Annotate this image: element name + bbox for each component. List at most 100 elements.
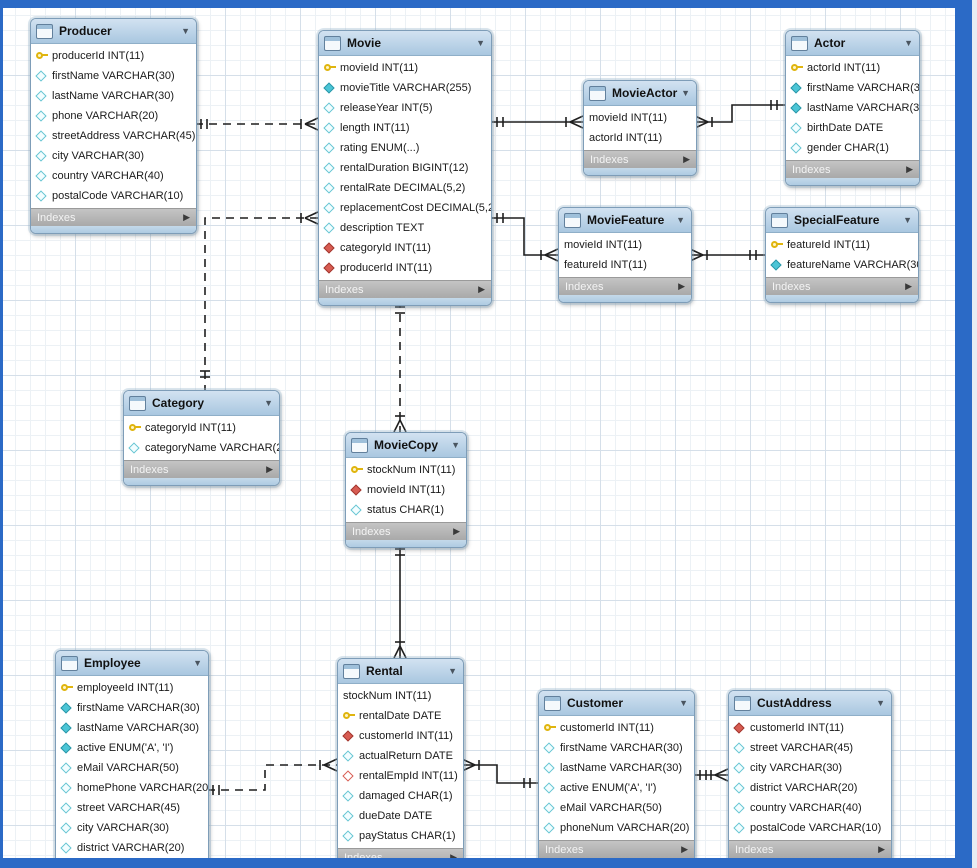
column-row[interactable]: lastName VARCHAR(30) (539, 758, 694, 778)
column-row[interactable]: firstName VARCHAR(30) (31, 66, 196, 86)
column-row[interactable]: movieId INT(11) (346, 480, 466, 500)
expand-indexes-icon[interactable]: ▶ (478, 284, 485, 294)
column-row[interactable]: district VARCHAR(20) (56, 838, 208, 858)
column-row[interactable]: customerId INT(11) (539, 718, 694, 738)
table-header[interactable]: Category▼ (124, 391, 279, 416)
column-row[interactable]: employeeId INT(11) (56, 678, 208, 698)
table-header[interactable]: MovieFeature▼ (559, 208, 691, 233)
column-row[interactable]: country VARCHAR(40) (31, 166, 196, 186)
column-row[interactable]: lastName VARCHAR(30) (31, 86, 196, 106)
column-row[interactable]: producerId INT(11) (31, 46, 196, 66)
column-row[interactable]: stockNum INT(11) (338, 686, 463, 706)
indexes-footer[interactable]: Indexes▶ (786, 160, 919, 178)
indexes-footer[interactable]: Indexes▶ (124, 460, 279, 478)
relationship-moviecopy-rental[interactable] (393, 542, 407, 659)
column-row[interactable]: firstName VARCHAR(30) (786, 78, 919, 98)
expand-indexes-icon[interactable]: ▶ (453, 526, 460, 536)
relationship-moviefeature-specialfeature[interactable] (689, 248, 765, 262)
indexes-footer[interactable]: Indexes▶ (729, 840, 891, 858)
column-row[interactable]: actorId INT(11) (786, 58, 919, 78)
column-row[interactable]: movieId INT(11) (319, 58, 491, 78)
table-movieactor[interactable]: MovieActor▼movieId INT(11)actorId INT(11… (583, 80, 697, 176)
column-row[interactable]: rentalRate DECIMAL(5,2) (319, 178, 491, 198)
relationship-movie-category[interactable] (200, 211, 319, 390)
table-category[interactable]: Category▼categoryId INT(11)categoryName … (123, 390, 280, 486)
column-row[interactable]: street VARCHAR(45) (56, 798, 208, 818)
column-row[interactable]: city VARCHAR(30) (31, 146, 196, 166)
collapse-caret-icon[interactable]: ▼ (676, 215, 685, 225)
column-row[interactable]: rating ENUM(...) (319, 138, 491, 158)
collapse-caret-icon[interactable]: ▼ (264, 398, 273, 408)
expand-indexes-icon[interactable]: ▶ (681, 844, 688, 854)
expand-indexes-icon[interactable]: ▶ (266, 464, 273, 474)
column-row[interactable]: lastName VARCHAR(30) (56, 718, 208, 738)
column-row[interactable]: producerId INT(11) (319, 258, 491, 278)
column-row[interactable]: street VARCHAR(45) (729, 738, 891, 758)
collapse-caret-icon[interactable]: ▼ (476, 38, 485, 48)
table-moviefeature[interactable]: MovieFeature▼movieId INT(11)featureId IN… (558, 207, 692, 303)
table-custaddress[interactable]: CustAddress▼customerId INT(11)street VAR… (728, 690, 892, 866)
table-header[interactable]: MovieActor▼ (584, 81, 696, 106)
column-row[interactable]: phoneNum VARCHAR(20) (539, 818, 694, 838)
column-row[interactable]: homePhone VARCHAR(20) (56, 778, 208, 798)
column-row[interactable]: movieId INT(11) (559, 235, 691, 255)
collapse-caret-icon[interactable]: ▼ (681, 88, 690, 98)
column-row[interactable]: customerId INT(11) (338, 726, 463, 746)
column-row[interactable]: lastName VARCHAR(30) (786, 98, 919, 118)
indexes-footer[interactable]: Indexes▶ (319, 280, 491, 298)
column-row[interactable]: rentalEmpId INT(11) (338, 766, 463, 786)
table-movie[interactable]: Movie▼movieId INT(11)movieTitle VARCHAR(… (318, 30, 492, 306)
column-row[interactable]: phone VARCHAR(20) (31, 106, 196, 126)
expand-indexes-icon[interactable]: ▶ (878, 844, 885, 854)
table-customer[interactable]: Customer▼customerId INT(11)firstName VAR… (538, 690, 695, 866)
column-row[interactable]: payStatus CHAR(1) (338, 826, 463, 846)
expand-indexes-icon[interactable]: ▶ (906, 164, 913, 174)
relationship-movie-moviecopy[interactable] (393, 300, 407, 433)
column-row[interactable]: city VARCHAR(30) (729, 758, 891, 778)
column-row[interactable]: stockNum INT(11) (346, 460, 466, 480)
column-row[interactable]: eMail VARCHAR(50) (56, 758, 208, 778)
indexes-footer[interactable]: Indexes▶ (539, 840, 694, 858)
column-row[interactable]: customerId INT(11) (729, 718, 891, 738)
table-header[interactable]: Producer▼ (31, 19, 196, 44)
relationship-producer-movie[interactable] (195, 117, 319, 131)
column-row[interactable]: active ENUM('A', 'I') (539, 778, 694, 798)
table-header[interactable]: Customer▼ (539, 691, 694, 716)
column-row[interactable]: movieTitle VARCHAR(255) (319, 78, 491, 98)
table-header[interactable]: SpecialFeature▼ (766, 208, 918, 233)
collapse-caret-icon[interactable]: ▼ (903, 215, 912, 225)
column-row[interactable]: categoryId INT(11) (124, 418, 279, 438)
column-row[interactable]: replacementCost DECIMAL(5,2) (319, 198, 491, 218)
expand-indexes-icon[interactable]: ▶ (905, 281, 912, 291)
relationship-customer-custaddress[interactable] (693, 768, 729, 782)
column-row[interactable]: country VARCHAR(40) (729, 798, 891, 818)
column-row[interactable]: rentalDate DATE (338, 706, 463, 726)
table-actor[interactable]: Actor▼actorId INT(11)firstName VARCHAR(3… (785, 30, 920, 186)
column-row[interactable]: dueDate DATE (338, 806, 463, 826)
column-row[interactable]: firstName VARCHAR(30) (539, 738, 694, 758)
column-row[interactable]: actorId INT(11) (584, 128, 696, 148)
collapse-caret-icon[interactable]: ▼ (876, 698, 885, 708)
column-row[interactable]: status CHAR(1) (346, 500, 466, 520)
column-row[interactable]: categoryId INT(11) (319, 238, 491, 258)
column-row[interactable]: featureName VARCHAR(30) (766, 255, 918, 275)
table-employee[interactable]: Employee▼employeeId INT(11)firstName VAR… (55, 650, 209, 868)
table-specialfeature[interactable]: SpecialFeature▼featureId INT(11)featureN… (765, 207, 919, 303)
column-row[interactable]: movieId INT(11) (584, 108, 696, 128)
column-row[interactable]: description TEXT (319, 218, 491, 238)
column-row[interactable]: featureId INT(11) (766, 235, 918, 255)
collapse-caret-icon[interactable]: ▼ (181, 26, 190, 36)
collapse-caret-icon[interactable]: ▼ (448, 666, 457, 676)
indexes-footer[interactable]: Indexes▶ (31, 208, 196, 226)
indexes-footer[interactable]: Indexes▶ (584, 150, 696, 168)
table-header[interactable]: MovieCopy▼ (346, 433, 466, 458)
relationship-rental-customer[interactable] (461, 758, 538, 788)
expand-indexes-icon[interactable]: ▶ (183, 212, 190, 222)
column-row[interactable]: length INT(11) (319, 118, 491, 138)
collapse-caret-icon[interactable]: ▼ (193, 658, 202, 668)
column-row[interactable]: streetAddress VARCHAR(45) (31, 126, 196, 146)
table-header[interactable]: Movie▼ (319, 31, 491, 56)
relationship-employee-rental[interactable] (207, 758, 338, 795)
